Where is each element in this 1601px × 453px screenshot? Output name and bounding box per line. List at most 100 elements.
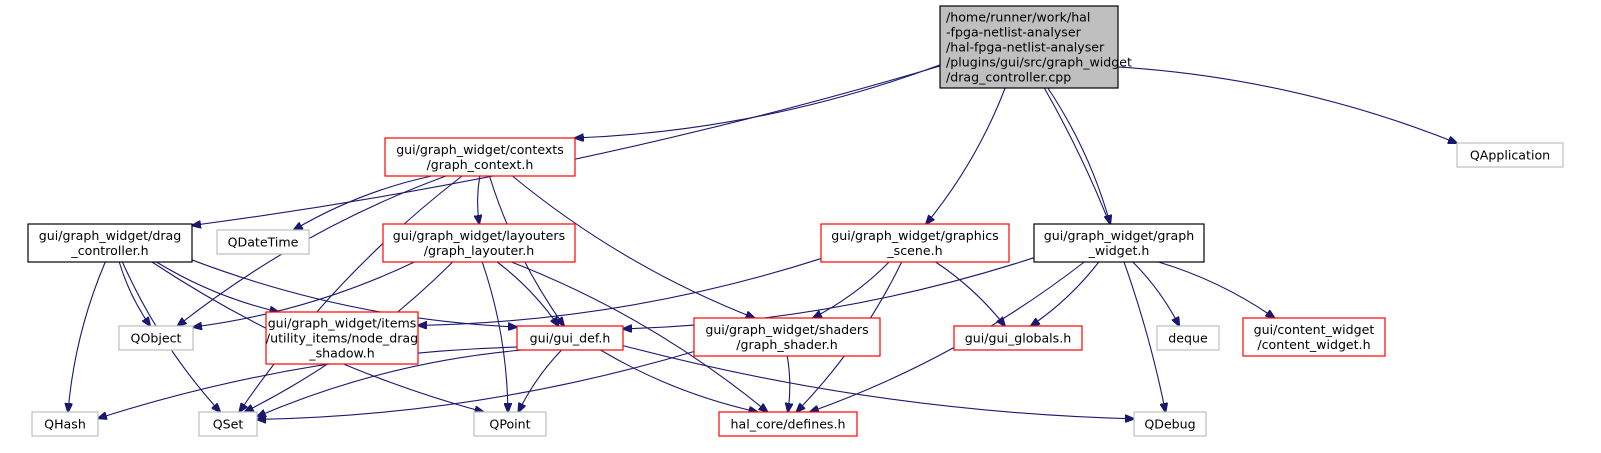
node-box <box>1133 411 1207 437</box>
node-label-line: gui/graph_widget/graph <box>1044 228 1194 243</box>
edge-drag_controller_h-to-gui_def <box>191 259 517 327</box>
node-label-line: gui/gui_def.h <box>530 331 611 346</box>
edge-root-to-graph_context <box>575 64 941 138</box>
edge-graphics_scene-to-node_drag_shadow <box>418 258 822 326</box>
edge-graph_layouter-to-hal_defines <box>511 261 767 412</box>
node-node-drag-shadow[interactable]: gui/graph_widget/items/utility_items/nod… <box>265 311 419 365</box>
node-label-line: /content_widget.h <box>1257 337 1370 352</box>
edge-graphics_scene-to-gui_globals <box>935 261 1005 326</box>
node-label-line: /hal-fpga-netlist-analyser <box>946 40 1105 55</box>
node-qobject: QObject <box>118 325 194 351</box>
node-label-line: _scene.h <box>886 243 942 258</box>
edge-gui_def-to-qpoint <box>518 349 563 412</box>
node-label-line: QApplication <box>1470 148 1550 163</box>
node-box <box>718 411 858 437</box>
node-box <box>198 411 258 437</box>
node-box <box>693 317 881 357</box>
edge-graph_widget_h-to-gui_globals <box>1031 261 1100 326</box>
node-box <box>31 411 99 437</box>
node-box <box>473 411 547 437</box>
edge-graphics_scene-to-graph_shader <box>813 261 890 318</box>
node-label-line: QPoint <box>489 417 530 432</box>
node-box <box>216 229 310 255</box>
node-graph-context[interactable]: gui/graph_widget/contexts/graph_context.… <box>384 137 576 177</box>
node-label-line: /graph_layouter.h <box>424 243 534 258</box>
edge-graph_layouter-to-qobject <box>193 261 415 327</box>
node-label-line: -fpga-netlist-analyser <box>946 25 1082 40</box>
edge-graph_shader-to-qset <box>257 350 695 419</box>
edge-graph_context-to-qset <box>239 175 463 412</box>
node-label-line: hal_core/defines.h <box>731 417 846 432</box>
edge-root-to-graph_widget_h <box>1047 87 1110 224</box>
node-label-line: gui/graph_widget/items <box>268 316 417 331</box>
node-content-widget[interactable]: gui/content_widget/content_widget.h <box>1242 317 1386 357</box>
node-label-line: QSet <box>213 417 244 432</box>
node-label-line: gui/graph_widget/contexts <box>396 142 564 157</box>
edge-graph_layouter-to-gui_def <box>496 261 558 326</box>
node-label-line: /graph_shader.h <box>736 337 837 352</box>
edge-graph_widget_h-to-hal_defines <box>810 261 1085 412</box>
edge-graph_context-to-graph_shader <box>512 175 754 318</box>
node-box <box>118 325 194 351</box>
node-box <box>384 137 576 177</box>
node-gui-globals[interactable]: gui/gui_globals.h <box>953 325 1083 351</box>
edge-graph_widget_h-to-deque <box>1132 261 1179 326</box>
node-box <box>1242 317 1386 357</box>
node-graphics-scene[interactable]: gui/graph_widget/graphics_scene.h <box>820 223 1010 263</box>
node-qhash: QHash <box>31 411 99 437</box>
edge-graph_context-to-qdatetime <box>294 175 432 230</box>
node-label-line: _controller.h <box>70 243 148 258</box>
node-graph-widget-h[interactable]: gui/graph_widget/graph_widget.h <box>1033 223 1205 263</box>
node-qdebug: QDebug <box>1133 411 1207 437</box>
node-label-line: gui/graph_widget/drag <box>39 228 181 243</box>
node-label-line: /home/runner/work/hal <box>946 10 1090 25</box>
edge-drag_controller_h-to-qobject <box>118 261 150 326</box>
node-label-line: QHash <box>44 417 86 432</box>
node-label-line: /drag_controller.cpp <box>946 70 1071 85</box>
edge-graph_layouter-to-qpoint <box>481 261 508 412</box>
edge-graph_context-to-graph_layouter <box>478 175 480 224</box>
node-root[interactable]: /home/runner/work/hal-fpga-netlist-analy… <box>939 5 1132 89</box>
edge-root-to-qapplication <box>1117 66 1457 143</box>
node-label-line: gui/graph_widget/shaders <box>705 322 868 337</box>
nodes-layer: /home/runner/work/hal-fpga-netlist-analy… <box>27 5 1564 437</box>
node-box <box>1156 325 1220 351</box>
node-label-line: /plugins/gui/src/graph_widget <box>946 55 1132 70</box>
edge-gui_def-to-qhash <box>98 346 518 418</box>
node-drag-controller-h[interactable]: gui/graph_widget/drag_controller.h <box>27 223 193 263</box>
node-box <box>516 325 624 351</box>
edge-root-to-graphics_scene <box>926 87 1006 224</box>
node-hal-defines[interactable]: hal_core/defines.h <box>718 411 858 437</box>
edge-graph_shader-to-hal_defines <box>787 355 790 412</box>
node-qset: QSet <box>198 411 258 437</box>
node-label-line: _widget.h <box>1088 243 1150 258</box>
edge-drag_controller_h-to-qhash <box>68 261 106 412</box>
node-box <box>265 311 419 365</box>
node-qapplication: QApplication <box>1456 142 1564 168</box>
node-label-line: QObject <box>131 331 182 346</box>
node-box <box>953 325 1083 351</box>
node-gui-def[interactable]: gui/gui_def.h <box>516 325 624 351</box>
node-label-line: gui/graph_widget/layouters <box>393 228 565 243</box>
node-label-line: gui/gui_globals.h <box>965 331 1071 346</box>
node-label-line: deque <box>1168 331 1208 346</box>
node-label-line: gui/graph_widget/graphics <box>831 228 998 243</box>
edge-graph_widget_h-to-gui_def <box>623 257 1035 329</box>
edge-graph_widget_h-to-content_widget <box>1158 261 1274 318</box>
node-graph-layouter[interactable]: gui/graph_widget/layouters/graph_layoute… <box>382 223 576 263</box>
node-box <box>939 5 1119 89</box>
node-box <box>1456 142 1564 168</box>
edge-gui_def-to-qset <box>257 349 523 417</box>
node-label-line: /graph_context.h <box>427 157 534 172</box>
edge-gui_def-to-hal_defines <box>600 349 757 412</box>
node-label-line: gui/content_widget <box>1254 322 1375 337</box>
node-label-line: QDateTime <box>228 235 299 250</box>
node-qdatetime: QDateTime <box>216 229 310 255</box>
edge-drag_controller_h-to-node_drag_shadow <box>156 261 278 312</box>
node-deque: deque <box>1156 325 1220 351</box>
node-qpoint: QPoint <box>473 411 547 437</box>
node-box <box>382 223 576 263</box>
node-label-line: /utility_items/node_drag <box>266 331 418 346</box>
node-graph-shader[interactable]: gui/graph_widget/shaders/graph_shader.h <box>693 317 881 357</box>
